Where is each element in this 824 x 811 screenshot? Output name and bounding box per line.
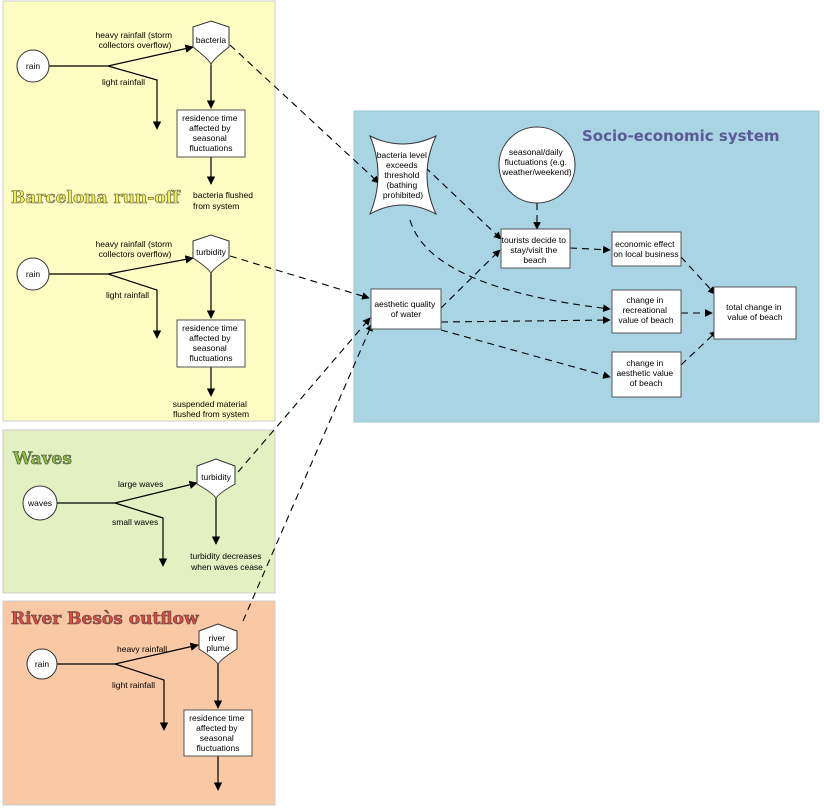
tourists-box — [500, 228, 571, 269]
aesthetic-value-box — [611, 351, 682, 398]
river-plume-label: river plume — [206, 633, 229, 653]
residence-label-1: residence time affected by seasonal fluc… — [182, 113, 240, 153]
river-rain-node — [26, 648, 58, 680]
small-waves-label: small waves — [112, 517, 158, 527]
rain-node-1 — [16, 49, 50, 83]
waves-to-aesthetic-link — [237, 317, 371, 473]
rain-label-2: rain — [26, 269, 40, 279]
rain-label-1: rain — [26, 61, 40, 71]
river-plume-shield — [198, 623, 238, 666]
aesthetic-value-to-total-arrow — [680, 330, 718, 366]
river-light-arrow — [114, 663, 169, 731]
turbidity-shield — [192, 234, 230, 275]
small-waves-arrow — [114, 502, 168, 567]
threshold-to-recreational-arrow — [409, 219, 611, 313]
economic-box — [611, 231, 682, 267]
turbidity-label: turbidity — [196, 247, 227, 257]
river-heavy-label: heavy rainfall — [117, 644, 167, 654]
socio-economic-system: bacteria level exceeds threshold (bathin… — [368, 126, 797, 398]
total-change-label: total change in value of beach — [726, 302, 784, 322]
rain-node-2 — [16, 257, 50, 291]
waves-chain: waves large waves small waves turbidity … — [22, 458, 264, 572]
socio-title: Socio-economic system — [582, 127, 780, 145]
recreational-box — [611, 289, 682, 334]
waves-turbidity-shield — [196, 458, 236, 500]
aesthetic-to-aesthetic-value-arrow — [440, 329, 611, 379]
barcelona-title: Barcelona run-off — [11, 188, 181, 208]
tourists-to-economic-arrow — [569, 245, 611, 254]
turbidity-to-aesthetic-link — [229, 255, 370, 300]
bacteria-label: bacteria — [196, 35, 227, 45]
heavy-rainfall-label-1: heavy rainfall (storm collectors overflo… — [96, 30, 175, 50]
light-rainfall-label-1: light rainfall — [102, 77, 145, 87]
waves-label: waves — [27, 498, 52, 508]
aesthetic-value-label: change in aesthetic value of beach — [616, 358, 675, 388]
recreational-label: change in recreational value of beach — [618, 295, 674, 325]
suspended-flushed-label: suspended material flushed from system — [173, 399, 250, 419]
bacteria-chain: rain heavy rainfall (storm collectors ov… — [16, 20, 255, 211]
tourists-label: tourists decide to stay/visit the beach — [502, 235, 569, 265]
seasonal-node — [498, 126, 576, 204]
aesthetic-to-tourists-arrow — [440, 249, 501, 309]
economic-label: economic effect on local business — [613, 239, 678, 259]
cross-links — [229, 44, 380, 622]
plume-to-aesthetic-link — [242, 323, 373, 622]
river-chain: rain heavy rainfall light rainfall river… — [26, 623, 253, 791]
bacteria-threshold-label: bacteria level exceeds threshold (bathin… — [377, 150, 429, 200]
heavy-rainfall-label-2: heavy rainfall (storm collectors overflo… — [96, 239, 175, 259]
heavy-arrow-1 — [107, 44, 194, 67]
economic-to-total-arrow — [680, 256, 716, 295]
river-residence-box — [183, 709, 253, 757]
aesthetic-quality-label: aesthetic quality of water — [374, 299, 437, 319]
total-change-box — [713, 286, 797, 340]
bacteria-shield — [192, 20, 230, 66]
aesthetic-quality-box — [370, 288, 442, 330]
waves-turbidity-label: turbidity — [201, 472, 232, 482]
aesthetic-to-recreational-arrow — [440, 316, 611, 324]
residence-box-2 — [176, 319, 246, 368]
bacteria-flushed-label: bacteria flushed from system — [193, 190, 255, 211]
waves-node — [22, 485, 58, 521]
heavy-arrow-2 — [107, 255, 194, 275]
threshold-to-tourists-arrow — [424, 166, 502, 240]
river-light-label: light rainfall — [112, 680, 155, 690]
waves-title: Waves — [12, 449, 72, 469]
turbidity-chain: rain heavy rainfall (storm collectors ov… — [16, 234, 250, 419]
light-arrow-1 — [107, 65, 162, 130]
river-residence-label: residence time affected by seasonal fluc… — [189, 713, 247, 753]
river-heavy-arrow — [114, 642, 199, 665]
river-rain-label: rain — [35, 659, 49, 669]
residence-box-1 — [176, 109, 246, 158]
river-title: River Besòs outflow — [11, 609, 199, 629]
large-waves-arrow — [114, 480, 198, 504]
seasonal-label: seasonal/daily fluctuations (e.g. weathe… — [501, 147, 572, 177]
bacteria-to-threshold-link — [229, 44, 380, 184]
residence-label-2: residence time affected by seasonal fluc… — [182, 323, 240, 363]
light-rainfall-label-2: light rainfall — [106, 290, 149, 300]
large-waves-label: large waves — [118, 479, 163, 489]
turbidity-decrease-label: turbidity decreases when waves cease — [190, 551, 264, 572]
bacteria-threshold-node — [368, 134, 438, 216]
light-arrow-2 — [107, 273, 162, 339]
